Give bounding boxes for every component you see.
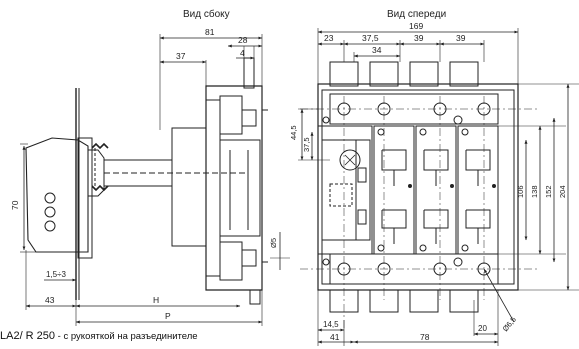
dim-44-5: 44,5 <box>289 125 298 140</box>
dim-39-a: 39 <box>414 33 424 43</box>
dim-37-5-top: 37,5 <box>362 33 379 43</box>
pole-modules <box>373 125 499 255</box>
front-view-title: Вид спереди <box>387 9 446 20</box>
dim-20: 20 <box>478 324 487 333</box>
handle-drawing <box>25 137 109 259</box>
dim-4: 4 <box>240 48 245 58</box>
dim-78: 78 <box>420 332 430 342</box>
dim-169: 169 <box>409 21 423 31</box>
dim-204: 204 <box>558 185 567 198</box>
dim-43: 43 <box>45 295 55 305</box>
side-view <box>20 34 290 326</box>
side-view-title: Вид сбоку <box>183 8 230 20</box>
dim-41: 41 <box>330 332 340 342</box>
model-name: LA2/ R 250 <box>0 330 56 342</box>
dim-37-5-left: 37,5 <box>302 137 311 152</box>
dim-152: 152 <box>544 185 553 198</box>
dim-diameter-6-5: Ø6,5 <box>501 315 518 333</box>
dim-diameter-5: Ø5 <box>269 238 278 248</box>
dim-1-5-3: 1,5÷3 <box>46 270 67 279</box>
dim-28: 28 <box>238 35 248 45</box>
labels: Вид сбоку Вид спереди 81 37 28 4 70 1,5÷… <box>10 8 567 342</box>
dim-14-5: 14,5 <box>323 320 339 329</box>
dim-P: P <box>165 311 171 321</box>
dim-138: 138 <box>530 185 539 198</box>
dim-81: 81 <box>205 27 215 37</box>
dim-34: 34 <box>372 45 382 55</box>
caption-description: - с рукояткой на разъединителе <box>55 331 198 342</box>
front-view <box>298 28 579 346</box>
dim-H: H <box>153 295 159 305</box>
dim-106: 106 <box>516 185 525 198</box>
dim-39-b: 39 <box>456 33 466 43</box>
figure-caption: LA2/ R 250 - с рукояткой на разъединител… <box>0 330 198 342</box>
dim-70: 70 <box>10 200 20 210</box>
dim-37: 37 <box>176 51 186 61</box>
dim-23: 23 <box>324 33 334 43</box>
